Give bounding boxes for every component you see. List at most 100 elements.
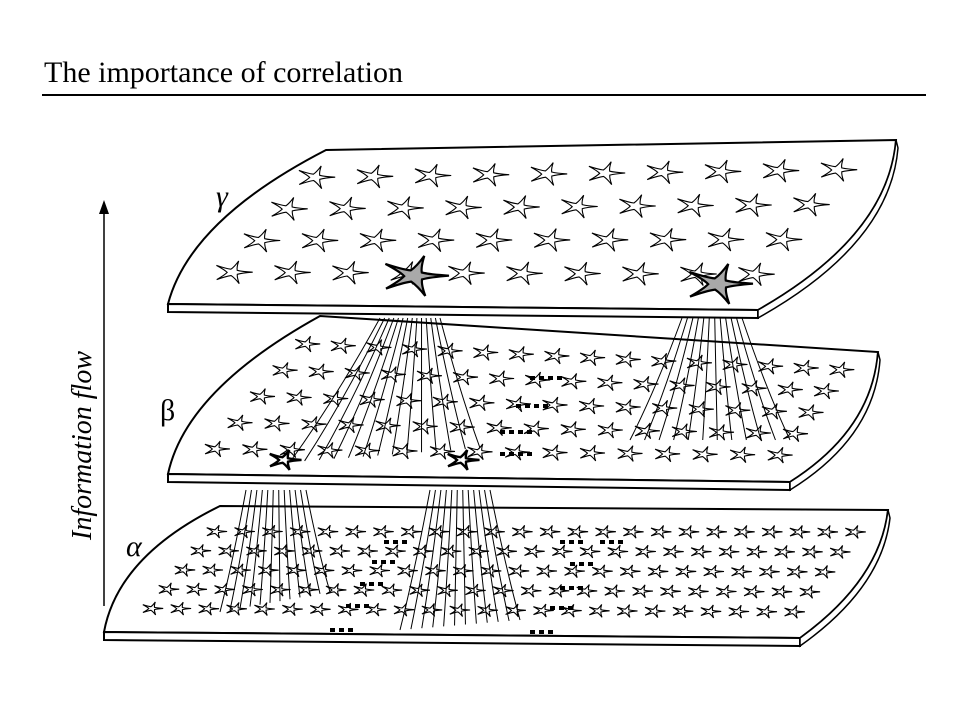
fiber <box>391 317 413 455</box>
fiber <box>289 317 381 463</box>
dot <box>550 606 555 610</box>
neuron-beta <box>452 368 479 386</box>
neuron-beta <box>301 416 327 433</box>
neuron-gamma <box>356 164 394 189</box>
neuron-gamma <box>646 160 684 185</box>
fiber <box>439 317 481 449</box>
neuron-alpha <box>660 584 681 599</box>
neuron-beta <box>767 446 793 464</box>
dot <box>500 452 505 456</box>
neuron-alpha <box>567 525 589 539</box>
fiber <box>629 317 683 441</box>
dot <box>330 628 335 632</box>
neuron-beta <box>249 388 276 405</box>
neuron-beta <box>579 349 606 366</box>
neuron-beta <box>633 375 659 393</box>
dot <box>560 540 565 544</box>
neuron-alpha <box>428 524 450 539</box>
dot <box>539 376 544 380</box>
neuron-beta <box>469 394 495 412</box>
neuron-alpha <box>539 525 561 539</box>
neuron-alpha <box>329 544 351 558</box>
neuron-alpha <box>424 563 446 578</box>
neuron-alpha <box>829 545 851 559</box>
neuron-alpha <box>799 585 821 599</box>
neuron-beta <box>725 402 751 419</box>
neuron-alpha <box>218 544 239 558</box>
neuron-gamma <box>359 228 397 253</box>
fiber <box>644 317 688 441</box>
neuron-beta <box>777 381 803 398</box>
neuron-beta <box>308 363 334 380</box>
dot <box>518 430 523 434</box>
neuron-gamma <box>475 228 513 252</box>
neuron-beta <box>272 362 298 379</box>
dot <box>600 540 605 544</box>
neuron-beta <box>722 356 748 373</box>
neuron-beta <box>782 425 809 442</box>
neuron-alpha <box>715 584 737 599</box>
neuron-gamma <box>591 228 629 252</box>
dot <box>569 540 574 544</box>
neuron-alpha <box>385 544 406 558</box>
neuron-beta <box>227 414 253 431</box>
neuron-beta <box>729 446 756 463</box>
fiber <box>377 317 409 456</box>
neuron-beta <box>560 421 586 438</box>
neuron-alpha <box>505 603 526 618</box>
dot <box>588 562 593 566</box>
neuron-alpha <box>269 582 291 597</box>
fiber <box>730 317 762 441</box>
neuron-beta <box>561 373 587 390</box>
fiber <box>443 489 453 627</box>
neuron-alpha <box>285 563 307 578</box>
dot <box>618 540 623 544</box>
neuron-alpha <box>548 584 570 598</box>
neuron-alpha <box>604 584 626 598</box>
neuron-beta <box>392 442 418 460</box>
neuron-alpha <box>198 601 220 616</box>
fiber <box>484 489 510 622</box>
fiber <box>425 317 437 452</box>
neuron-beta <box>472 344 499 361</box>
fiber <box>318 317 390 461</box>
neuron-beta <box>615 351 641 368</box>
neuron-alpha <box>317 524 339 539</box>
neuron-gamma <box>564 261 601 286</box>
dot <box>360 582 365 586</box>
neuron-alpha <box>393 603 415 617</box>
neuron-alpha <box>449 603 471 617</box>
fiber <box>473 489 488 623</box>
layer-label-beta: β <box>160 394 175 427</box>
neuron-alpha <box>743 584 765 599</box>
neuron-beta <box>597 421 623 439</box>
neuron-alpha <box>511 524 533 539</box>
neuron-gamma <box>765 227 803 252</box>
neuron-beta <box>366 339 392 356</box>
neuron-alpha <box>758 564 780 579</box>
neuron-gamma <box>530 162 568 186</box>
dot <box>402 540 407 544</box>
highlighted-neuron-gamma <box>688 263 754 305</box>
neuron-gamma <box>533 228 571 252</box>
neuron-alpha <box>672 604 694 619</box>
dot <box>579 562 584 566</box>
neuron-alpha <box>273 544 295 558</box>
dot <box>516 404 521 408</box>
neuron-gamma <box>301 228 339 253</box>
fiber <box>478 489 499 622</box>
neuron-alpha <box>718 544 740 559</box>
neuron-alpha <box>492 583 514 598</box>
neuron-alpha <box>784 605 805 619</box>
neuron-gamma <box>707 227 745 252</box>
dot <box>578 586 583 590</box>
neuron-alpha <box>142 601 164 616</box>
neuron-alpha <box>746 545 768 559</box>
neuron-beta <box>708 424 735 441</box>
neuron-beta <box>692 446 718 463</box>
neuron-alpha <box>206 524 228 539</box>
neuron-alpha <box>774 545 795 559</box>
dot <box>548 630 553 634</box>
neuron-alpha <box>369 563 391 578</box>
neuron-alpha <box>353 583 375 597</box>
